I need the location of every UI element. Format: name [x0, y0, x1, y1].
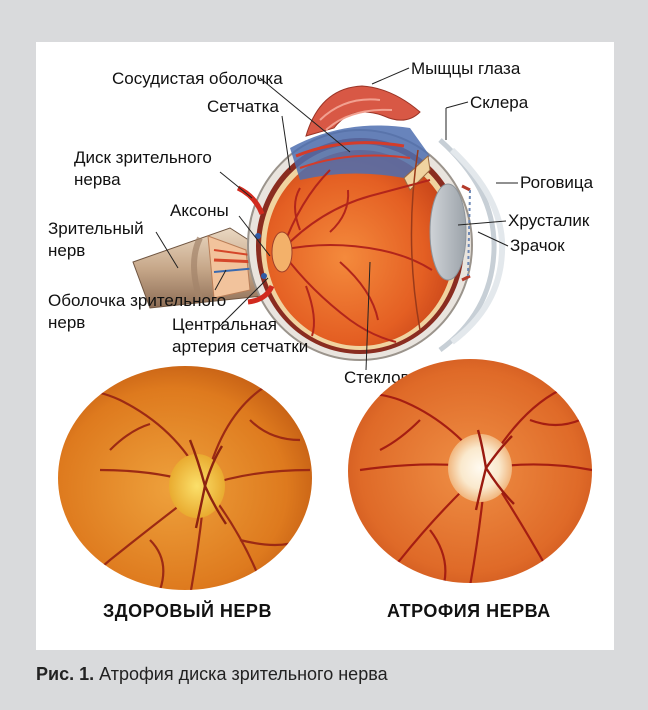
label-artery-line2: артерия сетчатки	[172, 337, 308, 356]
label-cornea: Роговица	[520, 173, 594, 192]
label-pupil: Зрачок	[510, 236, 565, 255]
label-optic-disc-line1: Диск зрительного	[74, 148, 212, 167]
caption-prefix: Рис. 1.	[36, 664, 94, 684]
fundus-atrophy	[348, 359, 592, 586]
label-artery-line1: Центральная	[172, 315, 277, 334]
lens-shape	[430, 184, 466, 280]
label-optic-nerve-line2: нерв	[48, 241, 85, 260]
caption-text: Атрофия диска зрительного нерва	[99, 664, 387, 684]
figure-caption: Рис. 1. Атрофия диска зрительного нерва	[36, 664, 388, 685]
label-sheath-line2: нерв	[48, 313, 85, 332]
label-retina: Сетчатка	[207, 97, 279, 116]
label-optic-disc-line2: нерва	[74, 170, 121, 189]
label-optic-nerve-line1: Зрительный	[48, 219, 144, 238]
label-atrophy-nerve: АТРОФИЯ НЕРВА	[387, 601, 551, 621]
label-choroid: Сосудистая оболочка	[112, 69, 283, 88]
label-axons: Аксоны	[170, 201, 229, 220]
label-lens: Хрусталик	[508, 211, 590, 230]
label-sheath-line1: Оболочка зрительного	[48, 291, 226, 310]
fundus-healthy	[58, 366, 316, 596]
label-muscles: Мыщцы глаза	[411, 59, 521, 78]
label-healthy-nerve: ЗДОРОВЫЙ НЕРВ	[103, 600, 272, 621]
label-sclera: Склера	[470, 93, 529, 112]
